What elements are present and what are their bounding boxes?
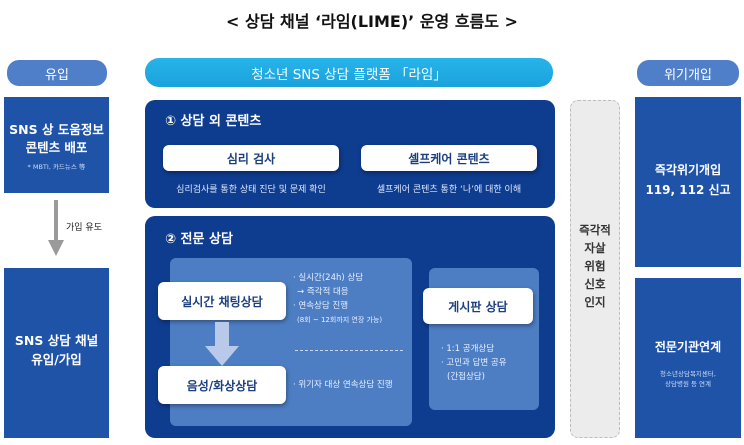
content-distribution-box: SNS 상 도움정보 콘텐츠 배포 * MBTI, 카드뉴스 等 bbox=[4, 97, 109, 193]
realtime-note-3: · 연속상담 진행 bbox=[293, 301, 349, 311]
platform-header: 청소년 SNS 상담 플랫폼 「라임」 bbox=[145, 58, 553, 87]
expert-referral-note2: 상담병원 등 연계 bbox=[665, 380, 711, 388]
board-note-1: · 1:1 공개상담 bbox=[441, 344, 495, 354]
board-note-3: (간접상담) bbox=[447, 372, 485, 382]
signal-line-5: 인지 bbox=[584, 295, 606, 309]
immediate-intervention-line1: 즉각위기개입 bbox=[654, 163, 722, 177]
realtime-note-1: · 실시간(24h) 상담 bbox=[293, 273, 364, 283]
signal-line-4: 신호 bbox=[584, 277, 606, 291]
voice-video-button[interactable]: 음성/화상상담 bbox=[158, 366, 286, 404]
board-counseling-button[interactable]: 게시판 상담 bbox=[423, 288, 533, 324]
realtime-notes: · 실시간(24h) 상담 → 즉각적 대응 · 연속상담 진행 (8회 ~ 1… bbox=[293, 271, 411, 327]
board-note-2: · 고민과 답변 공유 bbox=[441, 358, 507, 368]
sns-join-box: SNS 상담 채널 유입/가입 bbox=[4, 268, 109, 438]
content-distribution-line1: SNS 상 도움정보 bbox=[9, 122, 104, 137]
section1-title: ① 상담 외 콘텐츠 bbox=[165, 114, 262, 129]
signal-line-3: 위험 bbox=[584, 259, 606, 273]
board-notes: · 1:1 공개상담 · 고민과 답변 공유 (간접상담) bbox=[441, 342, 537, 384]
notes-divider bbox=[295, 350, 403, 351]
selfcare-content-button[interactable]: 셀프케어 콘텐츠 bbox=[361, 145, 537, 171]
content-distribution-note: * MBTI, 카드뉴스 等 bbox=[27, 163, 86, 171]
content-distribution-line2: 콘텐츠 배포 bbox=[25, 140, 88, 155]
psych-test-desc: 심리검사를 통한 상태 진단 및 문제 확인 bbox=[176, 185, 326, 195]
sns-join-line1: SNS 상담 채널 bbox=[14, 333, 99, 348]
realtime-chat-button[interactable]: 실시간 채팅상담 bbox=[158, 282, 286, 320]
join-induce-arrow-icon bbox=[48, 200, 64, 256]
signal-text: 즉각적 자살 위험 신호 인지 bbox=[571, 221, 619, 311]
expert-referral-box: 전문기관연계 청소년상담복지센터, 상담병원 등 연계 bbox=[635, 278, 741, 438]
sns-join-line2: 유입/가입 bbox=[31, 352, 82, 367]
voice-note: · 위기자 대상 연속상담 진행 bbox=[293, 380, 393, 390]
section-professional-counseling: ② 전문 상담 실시간 채팅상담 음성/화상상담 · 실시간(24h) 상담 →… bbox=[145, 216, 555, 438]
signal-line-2: 자살 bbox=[584, 241, 606, 255]
expert-referral-note1: 청소년상담복지센터, bbox=[660, 370, 716, 378]
diagram-title: < 상담 채널 ‘라임(LIME)’ 운영 흐름도 > bbox=[226, 12, 518, 31]
immediate-intervention-box: 즉각위기개입 119, 112 신고 bbox=[635, 97, 741, 267]
join-induce-label: 가입 유도 bbox=[66, 223, 102, 233]
realtime-note-2: → 즉각적 대응 bbox=[297, 287, 349, 297]
crisis-intervention-header: 위기개입 bbox=[637, 60, 739, 86]
section2-title: ② 전문 상담 bbox=[165, 232, 233, 247]
immediate-intervention-line2: 119, 112 신고 bbox=[645, 183, 731, 197]
realtime-note-4: (8회 ~ 12회까지 연장 가능) bbox=[297, 316, 383, 324]
selfcare-content-desc: 셀프케어 콘텐츠 통한 ‘나’에 대한 이해 bbox=[376, 185, 522, 195]
inflow-header: 유입 bbox=[7, 60, 107, 86]
section-non-counseling-content: ① 상담 외 콘텐츠 심리 검사 심리검사를 통한 상태 진단 및 문제 확인 … bbox=[145, 100, 555, 208]
suicide-risk-signal-column: 즉각적 자살 위험 신호 인지 bbox=[570, 100, 620, 438]
psych-test-button[interactable]: 심리 검사 bbox=[163, 145, 339, 171]
signal-line-1: 즉각적 bbox=[579, 223, 611, 237]
expert-referral-line1: 전문기관연계 bbox=[654, 340, 722, 354]
to-voice-arrow-icon bbox=[205, 322, 239, 366]
